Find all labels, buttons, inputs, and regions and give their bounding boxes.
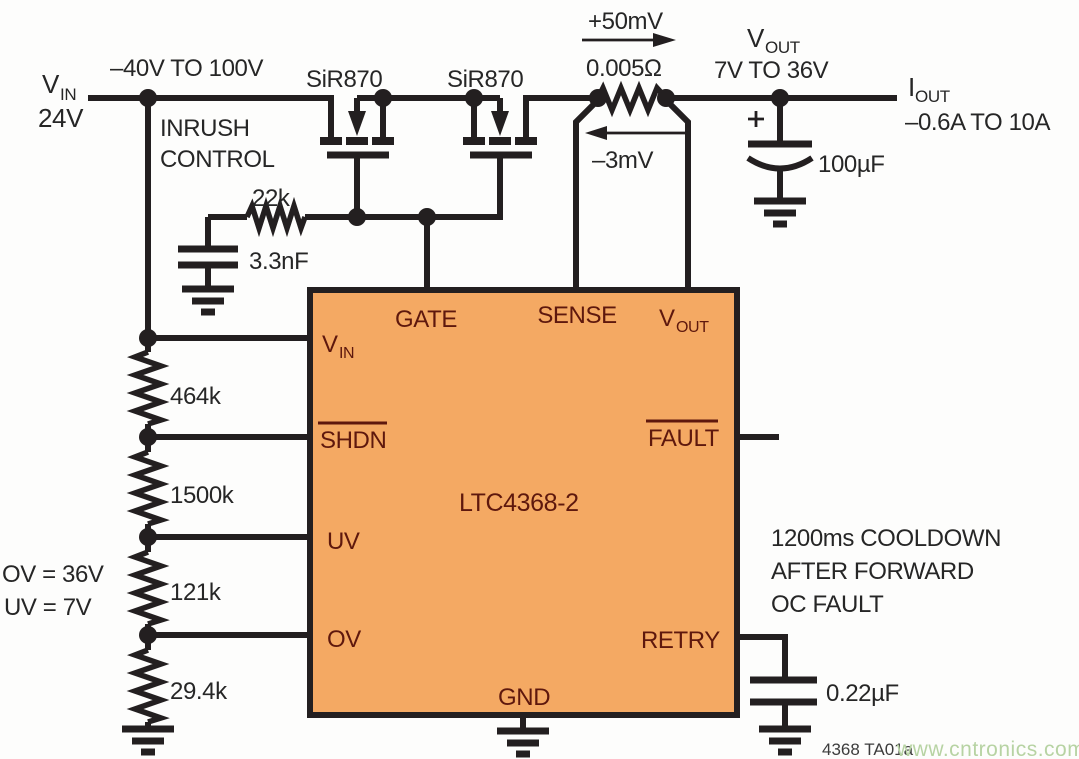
capacitor-3n3 — [178, 245, 238, 269]
resistor-22k — [244, 196, 308, 238]
ic-pin-vin-symbol: V — [322, 331, 338, 358]
ground-icon-divider — [122, 725, 174, 756]
vin-subscript: IN — [60, 85, 76, 104]
junction-dots — [139, 89, 789, 644]
resistor-29k4 — [126, 647, 170, 725]
wire-sense-tap-left — [573, 97, 601, 290]
m1-pad-center — [346, 137, 368, 145]
divider-r3-value: 121k — [170, 579, 222, 606]
watermark: www.cntronics.com — [896, 738, 1079, 759]
vout-subscript: OUT — [765, 38, 800, 57]
resistor-121k — [126, 549, 170, 627]
ic-pin-gate: GATE — [395, 306, 457, 333]
retry-capacitor-value: 0.22µF — [826, 680, 899, 707]
resistor-1500k — [126, 449, 170, 527]
note-line1: 1200ms COOLDOWN — [771, 525, 1001, 552]
wire-sense-tap-right — [663, 97, 691, 290]
plus-polarity-icon — [748, 111, 764, 127]
ic-pin-shdn: SHDN — [320, 427, 386, 454]
gate-capacitor-value: 3.3nF — [249, 248, 308, 275]
ground-symbols — [122, 197, 811, 758]
m1-pad-left — [320, 137, 342, 145]
ic-pin-uv: UV — [327, 528, 360, 555]
junction-vout — [771, 89, 789, 107]
ov-setting: OV = 36V — [2, 561, 104, 588]
mosfet-m2 — [463, 98, 537, 159]
junction-vin — [139, 89, 157, 107]
junction-sense-left — [589, 89, 607, 107]
capacitor-100uf — [746, 111, 814, 172]
capacitor-022uf — [750, 676, 817, 706]
annotation-arrows — [582, 33, 688, 140]
fet1-label: SiR870 — [306, 66, 382, 93]
resistor-464k — [126, 349, 170, 427]
junction-divider-uv — [139, 528, 157, 546]
resistor-sense-0005ohm — [595, 80, 669, 118]
ic-pin-vout-subscript: OUT — [676, 319, 709, 336]
junction-gate-pin — [418, 208, 436, 226]
reverse-drop-value: –3mV — [592, 147, 653, 174]
wire-m2-to-sense — [523, 95, 598, 140]
gate-resistor-value: 22k — [252, 185, 291, 212]
junction-sense-right — [657, 89, 675, 107]
junction-divider-shdn — [139, 428, 157, 446]
junction-divider-ov — [139, 626, 157, 644]
iout-symbol: I — [908, 72, 915, 102]
junction-m1-gate — [348, 208, 366, 226]
junction-divider-vin — [139, 329, 157, 347]
vin-value: 24V — [38, 103, 84, 133]
ic-part-number: LTC4368-2 — [459, 489, 579, 517]
vin-range: –40V TO 100V — [110, 55, 263, 82]
divider-r1-value: 464k — [170, 383, 222, 410]
labels: V IN 24V –40V TO 100V INRUSH CONTROL SiR… — [2, 8, 1079, 759]
figure-id: 4368 TA01a — [822, 740, 914, 759]
junction-m2-drain — [465, 89, 483, 107]
output-capacitor-value: 100µF — [818, 151, 885, 178]
forward-drop-value: +50mV — [588, 8, 663, 35]
m2-body-diode-arrow-icon — [491, 111, 509, 136]
uv-setting: UV = 7V — [4, 594, 92, 621]
ic-pin-ov: OV — [327, 626, 361, 653]
sense-resistor-value: 0.005Ω — [586, 55, 662, 82]
note-line3: OC FAULT — [771, 591, 884, 618]
ic-pin-retry: RETRY — [641, 627, 720, 654]
inrush-label-line2: CONTROL — [160, 146, 275, 173]
m1-body-diode-arrow-icon — [348, 111, 366, 136]
ground-icon-ic-gnd — [497, 727, 549, 758]
inrush-label-line1: INRUSH — [160, 115, 250, 142]
ic-pin-fault: FAULT — [648, 425, 720, 452]
m2-pad-center — [489, 137, 511, 145]
ic-pin-vout-symbol: V — [659, 305, 675, 332]
vin-symbol: V — [42, 69, 60, 99]
fet2-label: SiR870 — [447, 66, 523, 93]
ic-pin-sense: SENSE — [537, 302, 616, 329]
iout-range: –0.6A TO 10A — [905, 109, 1050, 136]
ic-pin-gnd: GND — [498, 684, 550, 711]
m2-pad-right — [515, 137, 537, 145]
junction-m1-drain — [374, 89, 392, 107]
left-arrow-icon — [585, 126, 607, 140]
divider-r4-value: 29.4k — [170, 678, 228, 705]
note-line2: AFTER FORWARD — [771, 558, 974, 585]
divider-r2-value: 1500k — [170, 482, 235, 509]
m2-pad-left — [463, 137, 485, 145]
wire-gate-rail-right — [305, 158, 503, 220]
iout-subscript: OUT — [915, 87, 950, 106]
cap-100uf-plate-curved — [746, 155, 814, 172]
capacitors — [178, 111, 817, 706]
vout-range: 7V TO 36V — [714, 57, 829, 84]
ground-icon-gatecap — [182, 285, 234, 316]
wire-pin-retry — [737, 634, 788, 679]
ic-ltc4368-body — [307, 287, 740, 718]
m1-pad-right — [372, 137, 394, 145]
ground-icon-outcap — [754, 197, 806, 228]
ground-icon-retrycap — [759, 725, 811, 756]
vout-symbol: V — [747, 23, 765, 53]
mosfet-m1 — [320, 98, 394, 159]
wire-top-rail-left — [88, 95, 334, 141]
right-arrow-icon — [653, 33, 676, 47]
ic-pin-vin-subscript: IN — [339, 345, 354, 362]
